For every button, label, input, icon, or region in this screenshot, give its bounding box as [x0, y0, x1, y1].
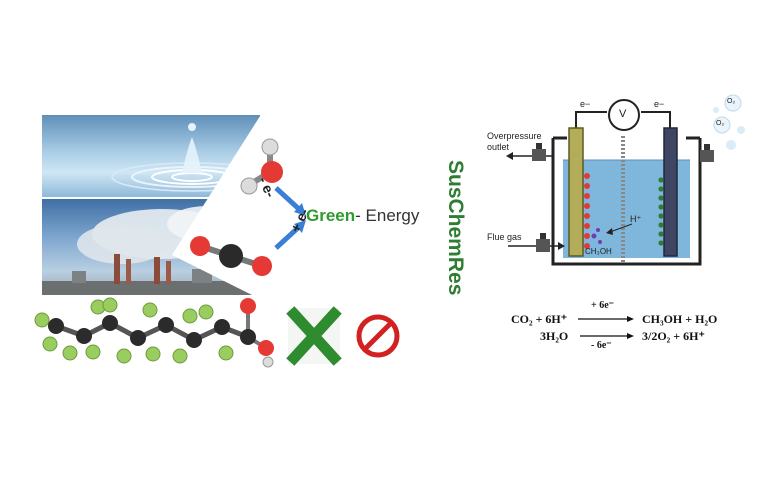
flue-gas-label: Flue gas	[487, 232, 522, 242]
voltmeter-icon	[608, 99, 640, 131]
journal-name: SusChemRes	[444, 160, 467, 296]
reaction2-products: 3/2O₂ + 6H⁺	[642, 329, 705, 343]
electron-arrows	[274, 186, 306, 250]
methanol-label: CH₃OH	[585, 247, 612, 256]
electron-right-label: e−	[654, 99, 665, 109]
green-energy-label: Green- Energy	[306, 206, 419, 226]
energy-word: - Energy	[355, 206, 420, 225]
o2-bubble-bottom: O₂	[716, 120, 725, 127]
reaction1-products: CH₃OH + H₂O	[642, 312, 718, 326]
outlet-label: outlet	[487, 142, 510, 152]
overpressure-label: Overpressure	[487, 131, 542, 141]
reaction1-reactants: CO₂ + 6H⁺	[511, 312, 568, 326]
proton-label: H⁺	[630, 214, 642, 224]
prohibited-icon	[356, 314, 400, 358]
electrochemical-cell	[506, 94, 745, 266]
reaction1-condition: + 6e⁻	[591, 300, 614, 311]
reaction2-reactants: 3H₂O	[540, 329, 569, 343]
green-word: Green	[306, 206, 356, 225]
voltmeter-label: V	[619, 108, 627, 120]
green-cross-icon	[286, 306, 342, 366]
water-splash-photo	[42, 115, 260, 197]
o2-bubble-top: O₂	[727, 98, 736, 105]
journal-title: SusChemRes	[443, 160, 467, 335]
pfoa-molecule-icon	[34, 297, 274, 368]
water-molecule-icon	[240, 138, 283, 195]
electron-left-label: e−	[580, 99, 591, 109]
reaction-arrows	[578, 316, 634, 339]
co2-molecule-icon	[190, 236, 272, 276]
reaction2-condition: - 6e⁻	[591, 340, 612, 351]
